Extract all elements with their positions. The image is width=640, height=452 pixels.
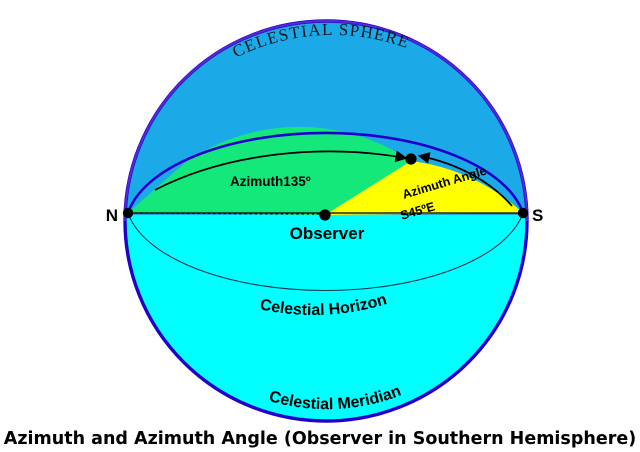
observer-label: Observer <box>290 224 365 243</box>
azimuth-angle-arc-arrow <box>417 152 513 207</box>
figure-caption: Azimuth and Azimuth Angle (Observer in S… <box>4 429 636 449</box>
key-points-group <box>122 153 529 221</box>
azimuth-angle-sector-yellow <box>325 161 523 215</box>
horizon-plane-back-edge <box>126 131 525 214</box>
azimuth-label: Azimuth135º <box>230 174 311 189</box>
azimuth-sector-green-arcfill <box>128 126 411 215</box>
south-label: S <box>532 206 543 225</box>
azimuth-arc-arrow <box>154 150 408 191</box>
horizon-plane-front-edge <box>127 212 524 292</box>
north-label: N <box>106 206 118 225</box>
north-observer-dotted-line <box>129 212 326 215</box>
north-point-marker <box>122 207 134 219</box>
observer-point-marker <box>319 209 331 221</box>
sphere-outline-top-accent <box>123 19 529 222</box>
south-point-marker <box>517 207 529 219</box>
star-point-marker <box>405 153 417 165</box>
